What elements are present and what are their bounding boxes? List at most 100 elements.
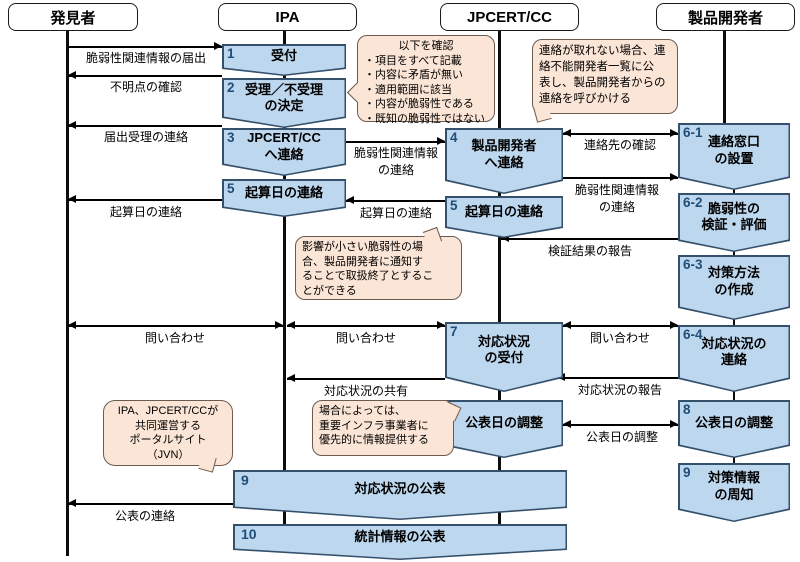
bubble-line: IPA、JPCERT/CCが xyxy=(117,405,219,417)
arrowhead xyxy=(437,137,445,145)
box-label: 連絡窓口 xyxy=(707,134,760,150)
box-number: 3 xyxy=(227,130,235,145)
box-fill xyxy=(680,257,789,319)
box-number: 9 xyxy=(241,472,249,488)
arrowhead xyxy=(670,321,678,329)
bubble-line: ・内容に矛盾が無い xyxy=(364,69,463,82)
box-number: 5 xyxy=(450,198,458,213)
header-developer: 製品開発者 xyxy=(656,3,795,31)
box-5-startdate-jpcert: 5 起算日の連絡 xyxy=(445,196,563,238)
bubble-line: 優先的に情報提供する xyxy=(319,434,429,447)
box-number: 9 xyxy=(683,465,691,480)
arrow-publication-date xyxy=(563,424,678,426)
box-9-publicize-countermeasure: 9 対策情報の周知 xyxy=(678,463,790,522)
lifeline-ipa xyxy=(283,29,286,524)
arrow-confirm-unclear xyxy=(68,75,222,77)
box-label: 対策情報 xyxy=(707,470,760,486)
arrow-label: 脆弱性関連情報 の連絡 xyxy=(575,181,659,215)
box-label: へ連絡 xyxy=(484,154,524,170)
arrow-label: 起算日の連絡 xyxy=(109,205,183,219)
arrow-label: 検証結果の報告 xyxy=(547,244,633,258)
arrow-label: 公表の連絡 xyxy=(114,509,176,523)
arrowhead xyxy=(287,374,295,382)
box-label: 起算日の連絡 xyxy=(464,203,543,219)
arrow-label-line: の連絡 xyxy=(377,163,415,177)
connector xyxy=(733,390,735,402)
connector xyxy=(733,250,735,257)
box-6-1-contact-window: 6-1 連絡窓口の設置 xyxy=(678,123,790,190)
box-label: 対応状況の公表 xyxy=(354,480,446,496)
arrow-label: 脆弱性関連情報の届出 xyxy=(85,51,207,65)
arrowhead xyxy=(670,420,678,428)
bubble-critical-infrastructure: 場合によっては、 重要インフラ事業者に 優先的に情報提供する xyxy=(312,400,454,456)
box-number: 2 xyxy=(227,80,235,95)
arrow-contact-confirm xyxy=(563,133,678,135)
arrow-inquiry-discoverer-ipa xyxy=(68,325,283,327)
box-label: 受付 xyxy=(270,48,297,64)
header-discoverer: 発見者 xyxy=(8,3,138,31)
arrow-label: 対応状況の報告 xyxy=(577,383,663,397)
box-number: 1 xyxy=(227,46,235,61)
arrow-vuln-info-to-jpcert xyxy=(346,141,445,143)
box-label: の決定 xyxy=(264,98,304,113)
box-label: の周知 xyxy=(714,486,754,502)
header-ipa: IPA xyxy=(218,3,357,31)
arrowhead xyxy=(68,121,76,129)
arrowhead xyxy=(68,71,76,79)
box-fill xyxy=(680,195,789,251)
box-label: へ連絡 xyxy=(264,146,304,162)
arrowhead xyxy=(501,234,509,242)
box-number: 6-4 xyxy=(683,327,703,342)
box-fill xyxy=(447,402,562,457)
header-ipa-label: IPA xyxy=(275,8,300,26)
box-fill xyxy=(224,80,345,127)
arrow-acceptance-notice xyxy=(68,125,222,127)
box-label: 検証・評価 xyxy=(701,217,767,232)
box-label: の設置 xyxy=(714,150,754,166)
bubble-title: 以下を確認 xyxy=(398,40,454,52)
bubble-line: ることで取扱終了とするこ xyxy=(302,270,434,283)
connector xyxy=(733,456,735,465)
arrow-startdate-to-ipa xyxy=(346,200,445,202)
box-fill xyxy=(680,327,789,391)
arrowhead xyxy=(563,129,571,137)
bubble-line: 共同運営する xyxy=(135,419,201,432)
box-fill xyxy=(680,402,789,457)
box-8-date-adjust-jpcert: 8 公表日の調整 xyxy=(445,400,563,458)
bubble-line: 表し、製品開発者からの xyxy=(539,77,666,90)
arrowhead xyxy=(563,420,571,428)
arrow-startdate-to-discoverer xyxy=(68,199,222,201)
arrow-label: 不明点の確認 xyxy=(109,80,183,94)
arrowhead xyxy=(670,129,678,137)
box-fill xyxy=(680,125,789,189)
arrow-status-report xyxy=(557,377,678,379)
box-5-startdate-ipa: 5 起算日の連絡 xyxy=(222,179,346,217)
box-label: 対応状況 xyxy=(477,333,530,349)
box-label: 統計情報の公表 xyxy=(354,528,446,544)
bubble-line: とができる xyxy=(302,284,357,297)
box-number: 6-1 xyxy=(683,125,703,140)
bubble-line: 合、製品開発者に通知す xyxy=(302,255,423,268)
arrow-vuln-info-to-dev xyxy=(563,177,678,179)
arrow-label: 連絡先の確認 xyxy=(583,138,657,152)
connector xyxy=(498,390,500,402)
box-label: 公表日の調整 xyxy=(464,414,543,430)
box-label: 起算日の連絡 xyxy=(244,185,323,201)
arrowhead xyxy=(68,195,76,203)
arrow-publication-notice xyxy=(68,503,233,505)
box-6-3-countermeasure: 6-3 対策方法の作成 xyxy=(678,255,790,320)
arrow-inquiry-jpcert-dev xyxy=(563,325,678,327)
bubble-line: 重要インフラ事業者に xyxy=(319,419,429,432)
box-1-reception: 1 受付 xyxy=(222,44,346,76)
box-number: 6-2 xyxy=(683,195,703,210)
header-jpcert: JPCERT/CC xyxy=(440,3,579,31)
box-10-statistics-publication: 10 統計情報の公表 xyxy=(233,524,567,560)
bubble-line: ・内容が脆弱性である xyxy=(364,98,474,111)
box-number: 5 xyxy=(227,181,235,196)
bubble-jvn-portal: IPA、JPCERT/CCが 共同運営する ポータルサイト （JVN） xyxy=(103,400,233,466)
box-fill xyxy=(447,130,562,193)
arrow-report-submission xyxy=(68,46,222,48)
box-number: 8 xyxy=(683,402,691,417)
arrow-label: 届出受理の連絡 xyxy=(103,130,189,144)
